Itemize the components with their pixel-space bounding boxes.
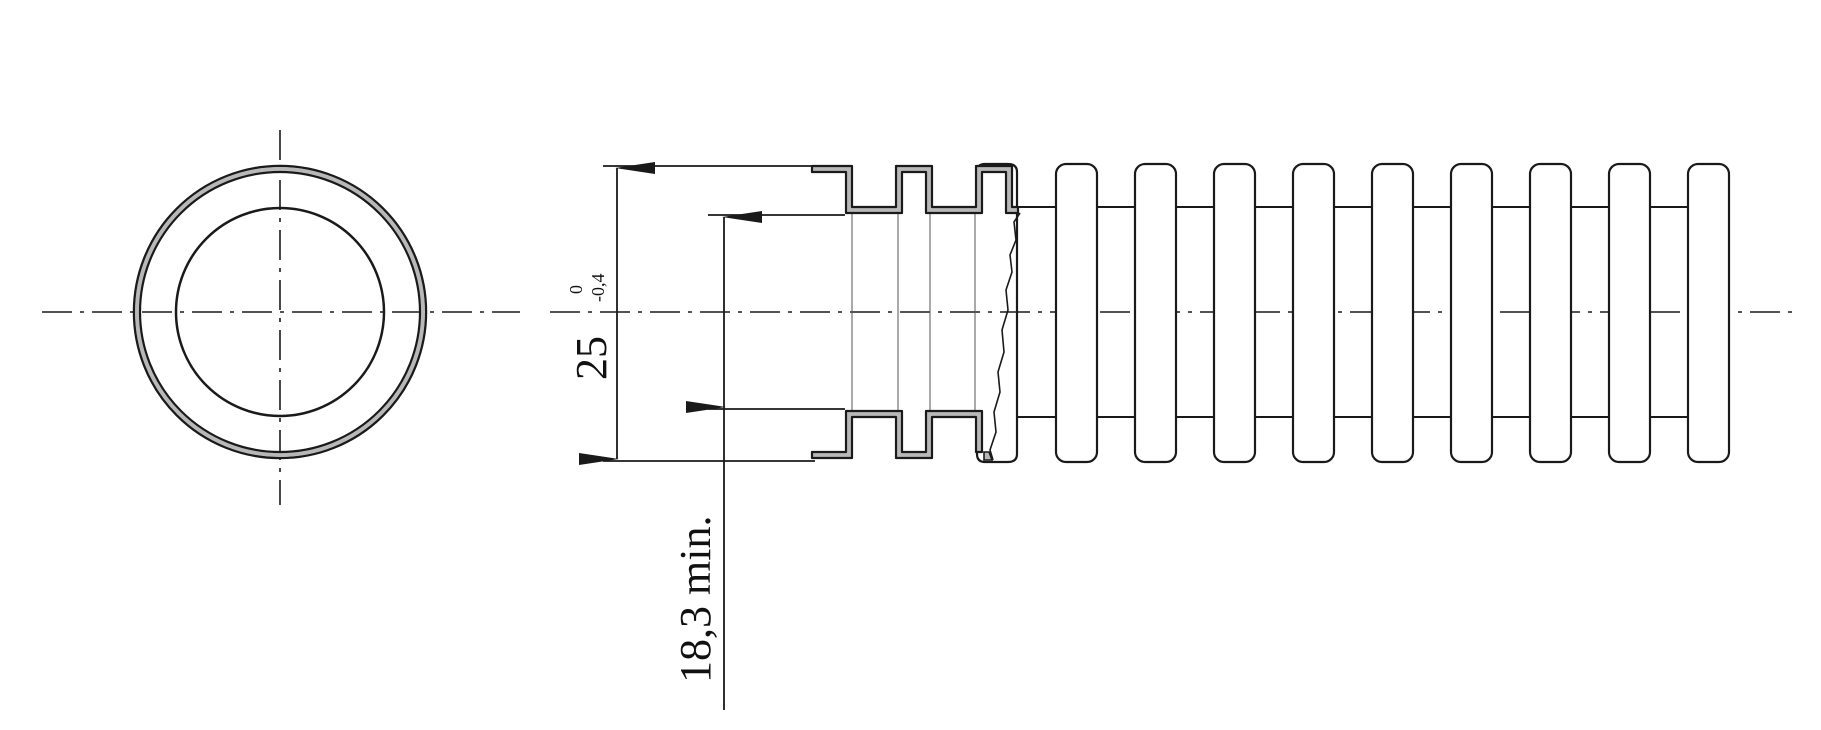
inner-diameter-label: 18,3 min. [671, 516, 720, 683]
corrugation-rib [1528, 162, 1573, 464]
end-view-inner-bore [174, 206, 386, 418]
corrugation-rib [1607, 162, 1652, 464]
end-view [42, 130, 520, 505]
side-view [550, 162, 1795, 464]
outer-diameter-upper-tolerance: 0 [566, 285, 586, 294]
end-view-outer-wall-inner-edge [138, 170, 422, 454]
corrugation-rib [1370, 162, 1415, 464]
break-line [989, 212, 1021, 461]
corrugation-rib [1054, 162, 1099, 464]
corrugation-rib [1212, 162, 1257, 464]
corrugation-rib [1449, 162, 1494, 464]
end-view-outer-wall [132, 164, 428, 460]
corrugation-rib [1686, 162, 1731, 464]
section-wall-top [810, 164, 1020, 215]
dimensions: 25 0 -0,4 18,3 min. [566, 162, 845, 710]
cut-rib-outline [975, 162, 1019, 464]
section-wall-bottom [810, 409, 984, 460]
section-wall-bottom-fragment [983, 451, 994, 461]
outer-diameter-lower-tolerance: -0,4 [588, 274, 608, 303]
corrugation-rib [1291, 162, 1336, 464]
corrugation-rib [1133, 162, 1178, 464]
corrugation-ribs [1054, 162, 1731, 464]
outer-diameter-value: 25 [567, 336, 616, 380]
end-view-outer-wall-fill [135, 167, 425, 457]
